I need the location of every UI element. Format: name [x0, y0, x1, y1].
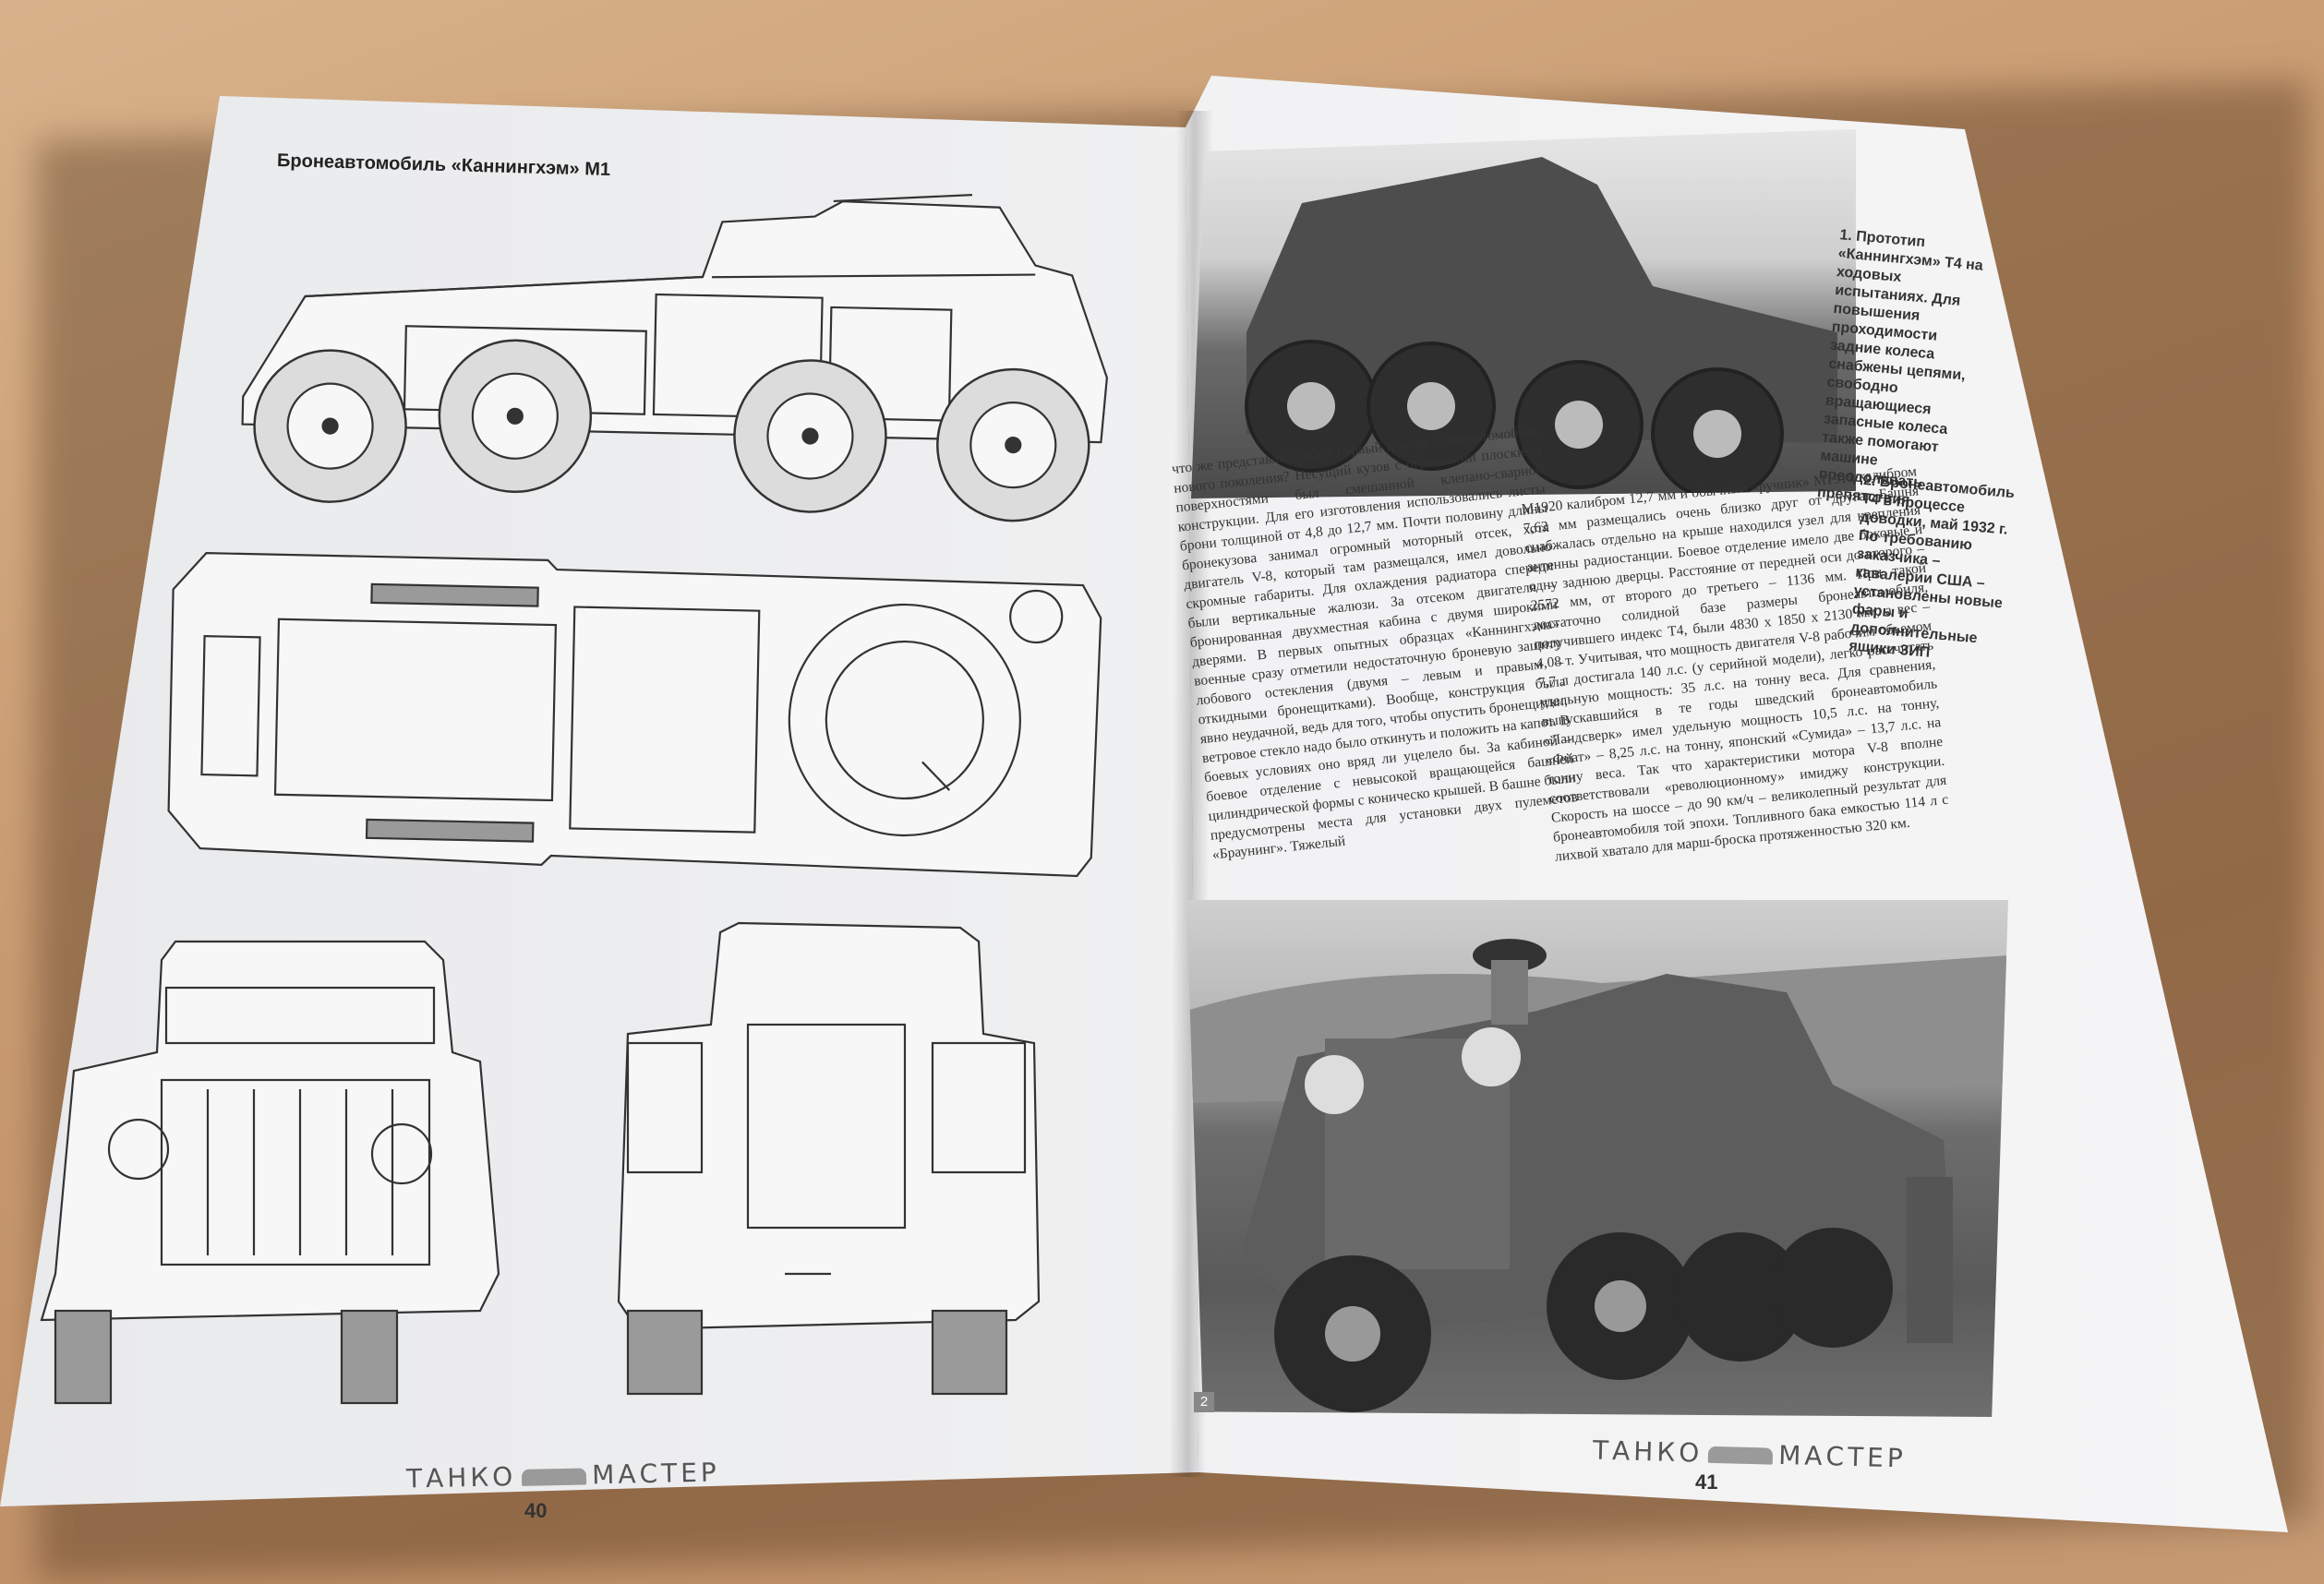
rear-view-drawing: [617, 921, 1041, 1396]
footer-logo-part-2: МАСТЕР: [591, 1457, 721, 1491]
page-number-left: 40: [524, 1499, 548, 1522]
top-view-drawing: [167, 552, 1102, 878]
footer-logo-part-1: ТАНКО: [405, 1461, 517, 1494]
article-column-1: что же представлял собой первый в мире б…: [1171, 423, 1579, 863]
tank-icon: [1707, 1446, 1774, 1465]
article-column-2: М1920 калибром 12,7 мм и обычный «ручник…: [1521, 463, 1949, 865]
footer-logo-part-1: ТАНКО: [1592, 1434, 1704, 1469]
photo-t4-prototype-trials: [1191, 129, 1856, 498]
photo-2-number: 2: [1194, 1392, 1214, 1412]
page-number-right: 41: [1695, 1470, 1718, 1494]
photo-t4-testing-may-1932: [1186, 900, 2008, 1417]
front-view-drawing: [40, 940, 500, 1405]
tank-icon: [522, 1468, 587, 1486]
side-view-drawing: [241, 194, 1108, 522]
footer-logo-part-2: МАСТЕР: [1777, 1439, 1908, 1474]
